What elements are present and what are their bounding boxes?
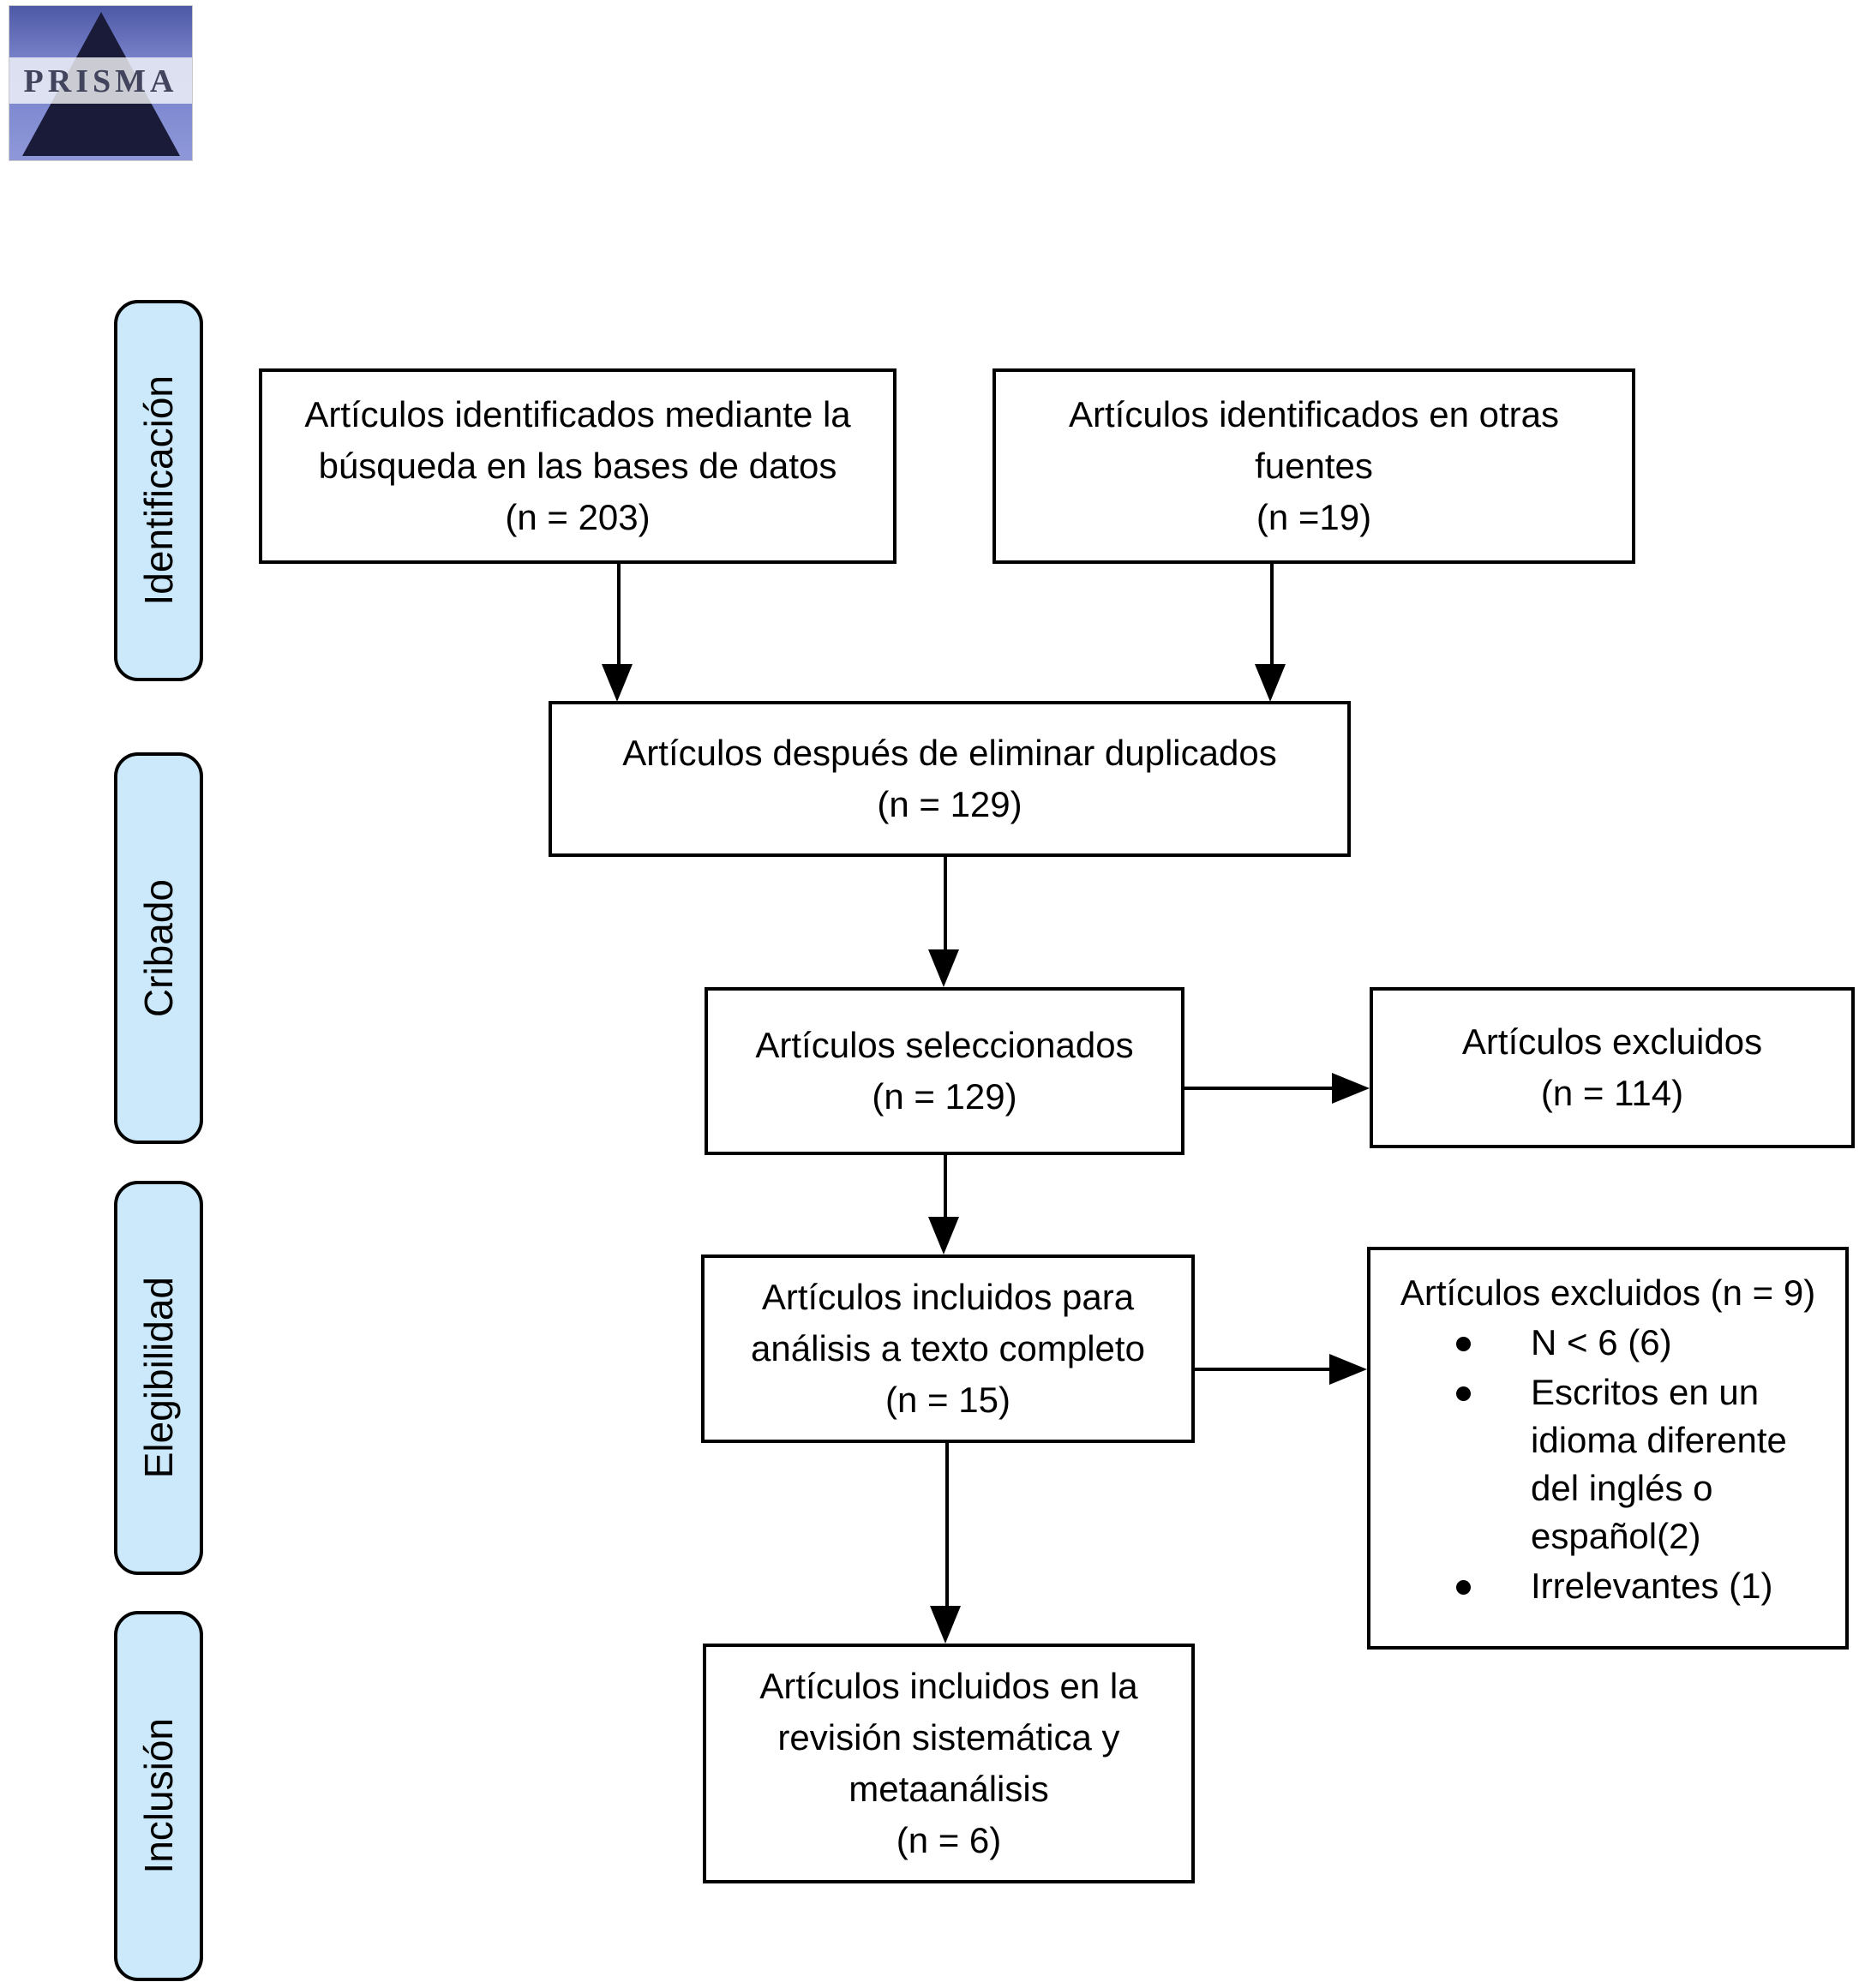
box-fulltext-assessed: Artículos incluidos para análisis a text… — [701, 1254, 1195, 1443]
arrow-line — [617, 564, 621, 667]
bullet-icon — [1456, 1580, 1471, 1595]
list-item: Escritos en un idioma diferente del ingl… — [1370, 1368, 1845, 1560]
stage-cribado: Cribado — [114, 752, 203, 1144]
box-excluded-fulltext: Artículos excluidos (n = 9) N < 6 (6) Es… — [1367, 1247, 1849, 1650]
box-screened: Artículos seleccionados (n = 129) — [705, 987, 1184, 1155]
excluded-fulltext-list: N < 6 (6) Escritos en un idioma diferent… — [1370, 1319, 1845, 1610]
prisma-logo-text: PRISMA — [23, 63, 178, 99]
stage-elegibilidad: Elegibilidad — [114, 1181, 203, 1575]
box-identified-databases: Artículos identificados mediante la búsq… — [259, 368, 897, 564]
stage-identificacion: Identificación — [114, 300, 203, 681]
arrow-line — [1184, 1087, 1335, 1090]
bullet-icon — [1456, 1386, 1471, 1401]
box-excluded-screening: Artículos excluidos (n = 114) — [1370, 987, 1855, 1148]
excluded-reason: Irrelevantes (1) — [1531, 1566, 1773, 1606]
arrowhead — [1332, 1073, 1370, 1104]
stage-cribado-label: Cribado — [136, 878, 181, 1018]
arrow-line — [945, 1443, 949, 1608]
stage-elegibilidad-label: Elegibilidad — [136, 1277, 181, 1479]
list-item: Irrelevantes (1) — [1370, 1562, 1845, 1610]
arrowhead — [928, 1217, 959, 1254]
prisma-logo: PRISMA — [9, 5, 193, 161]
excluded-reason: N < 6 (6) — [1531, 1322, 1672, 1362]
box-included-review: Artículos incluidos en la revisión siste… — [703, 1644, 1195, 1883]
excluded-fulltext-header: Artículos excluidos (n = 9) — [1400, 1272, 1816, 1313]
arrow-line — [944, 1155, 947, 1219]
arrowhead — [930, 1606, 961, 1644]
arrowhead — [928, 949, 959, 987]
arrowhead — [1255, 664, 1286, 702]
box-identified-other-sources: Artículos identificados en otras fuentes… — [992, 368, 1635, 564]
stage-identificacion-label: Identificación — [136, 375, 181, 606]
excluded-reason: Escritos en un idioma diferente del ingl… — [1531, 1372, 1787, 1556]
arrow-line — [1195, 1368, 1332, 1371]
bullet-icon — [1456, 1337, 1471, 1351]
arrowhead — [602, 664, 633, 702]
prisma-logo-band — [9, 57, 192, 104]
stage-inclusion: Inclusión — [114, 1611, 203, 1981]
arrow-line — [944, 857, 947, 951]
arrow-line — [1270, 564, 1274, 667]
box-after-duplicates-removed: Artículos después de eliminar duplicados… — [549, 701, 1351, 857]
arrowhead — [1329, 1354, 1367, 1385]
stage-inclusion-label: Inclusión — [136, 1718, 181, 1874]
list-item: N < 6 (6) — [1370, 1319, 1845, 1367]
